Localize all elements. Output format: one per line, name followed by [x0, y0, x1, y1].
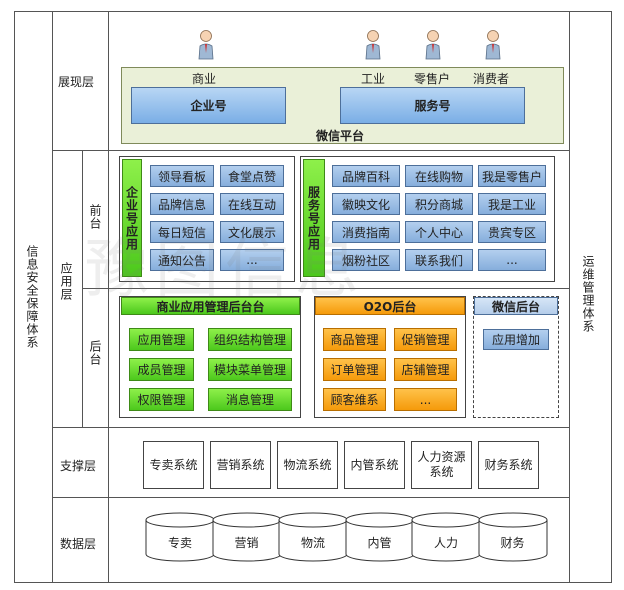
database-label: 营销	[234, 536, 259, 550]
database-label: 内管	[367, 536, 392, 550]
user-label-consumer: 消费者	[473, 72, 510, 86]
o2o-backend-item: ...	[394, 388, 457, 411]
service-app-item: 消费指南	[332, 221, 400, 243]
layer-label-front: 前台	[88, 204, 102, 230]
user-label-industry: 工业	[361, 72, 386, 86]
database-label: 物流	[300, 536, 325, 550]
service-app-item: 我是零售户	[478, 165, 546, 187]
divider-front-back	[82, 288, 569, 289]
enterprise-app-item: 在线互动	[220, 193, 284, 215]
outer-frame	[14, 11, 612, 583]
user-icon-retailer	[423, 29, 443, 61]
user-icon-commerce	[196, 29, 216, 61]
user-label-retailer: 零售户	[414, 72, 451, 86]
support-system-box: 专卖系统	[143, 441, 204, 489]
enterprise-apps-title: 企业号应用	[122, 159, 142, 277]
divider-presentation	[52, 150, 569, 151]
layer-label-application: 应用层	[59, 262, 73, 301]
service-app-item: 贵宾专区	[478, 221, 546, 243]
divider-application	[52, 427, 569, 428]
commerce-backend-item: 组织结构管理	[208, 328, 292, 351]
enterprise-app-item: 领导看板	[150, 165, 214, 187]
service-app-item: 烟粉社区	[332, 249, 400, 271]
layer-label-divider	[108, 11, 109, 583]
support-system-box: 营销系统	[210, 441, 271, 489]
database-cylinder: 内管	[345, 512, 415, 564]
o2o-backend-item: 订单管理	[323, 358, 386, 381]
user-icon-consumer	[483, 29, 503, 61]
layer-label-support: 支撑层	[60, 459, 97, 473]
layer-label-presentation: 展现层	[58, 75, 95, 89]
database-cylinder: 人力	[411, 512, 481, 564]
o2o-backend-item: 店铺管理	[394, 358, 457, 381]
enterprise-app-item: 通知公告	[150, 249, 214, 271]
layer-label-back: 后台	[88, 340, 102, 366]
right-side-label: 运维管理体系	[581, 255, 595, 333]
database-label: 专卖	[167, 536, 192, 550]
database-label: 财务	[500, 536, 525, 550]
service-app-item: 品牌百科	[332, 165, 400, 187]
service-app-item: 个人中心	[405, 221, 473, 243]
database-cylinder: 财务	[478, 512, 548, 564]
commerce-backend-item: 模块菜单管理	[208, 358, 292, 381]
user-label-commerce: 商业	[192, 72, 217, 86]
service-app-item: 我是工业	[478, 193, 546, 215]
enterprise-account-box: 企业号	[131, 87, 286, 124]
divider-support	[52, 497, 569, 498]
database-cylinder: 营销	[212, 512, 282, 564]
service-app-item: 在线购物	[405, 165, 473, 187]
o2o-backend-title: O2O后台	[315, 297, 465, 315]
enterprise-app-item: 品牌信息	[150, 193, 214, 215]
database-cylinder: 物流	[278, 512, 348, 564]
support-system-box: 财务系统	[478, 441, 539, 489]
support-system-box: 人力资源系统	[411, 441, 472, 489]
service-app-item: 联系我们	[405, 249, 473, 271]
wechat-backend-title: 微信后台	[474, 297, 558, 315]
left-column-divider	[52, 11, 53, 583]
database-label: 人力	[433, 536, 458, 550]
right-column-divider	[569, 11, 570, 583]
service-app-item: 积分商城	[405, 193, 473, 215]
enterprise-app-item: 每日短信	[150, 221, 214, 243]
layer-label-data: 数据层	[60, 537, 97, 551]
wechat-backend-item: 应用增加	[483, 329, 549, 350]
wechat-platform-label: 微信平台	[316, 129, 365, 143]
service-app-item: ...	[478, 249, 546, 271]
commerce-backend-item: 应用管理	[129, 328, 194, 351]
wechat-backend-frame	[473, 296, 559, 418]
service-apps-title: 服务号应用	[303, 159, 325, 277]
database-cylinder: 专卖	[145, 512, 215, 564]
service-app-item: 徽映文化	[332, 193, 400, 215]
commerce-backend-item: 成员管理	[129, 358, 194, 381]
enterprise-app-item: ...	[220, 249, 284, 271]
user-icon-industry	[363, 29, 383, 61]
enterprise-app-item: 文化展示	[220, 221, 284, 243]
commerce-backend-item: 权限管理	[129, 388, 194, 411]
left-side-label: 信息安全保障体系	[25, 245, 39, 349]
support-system-box: 物流系统	[277, 441, 338, 489]
o2o-backend-item: 顾客维系	[323, 388, 386, 411]
o2o-backend-item: 商品管理	[323, 328, 386, 351]
service-account-box: 服务号	[340, 87, 525, 124]
commerce-backend-item: 消息管理	[208, 388, 292, 411]
commerce-backend-title: 商业应用管理后台台	[121, 297, 300, 315]
support-system-box: 内管系统	[344, 441, 405, 489]
enterprise-app-item: 食堂点赞	[220, 165, 284, 187]
o2o-backend-item: 促销管理	[394, 328, 457, 351]
